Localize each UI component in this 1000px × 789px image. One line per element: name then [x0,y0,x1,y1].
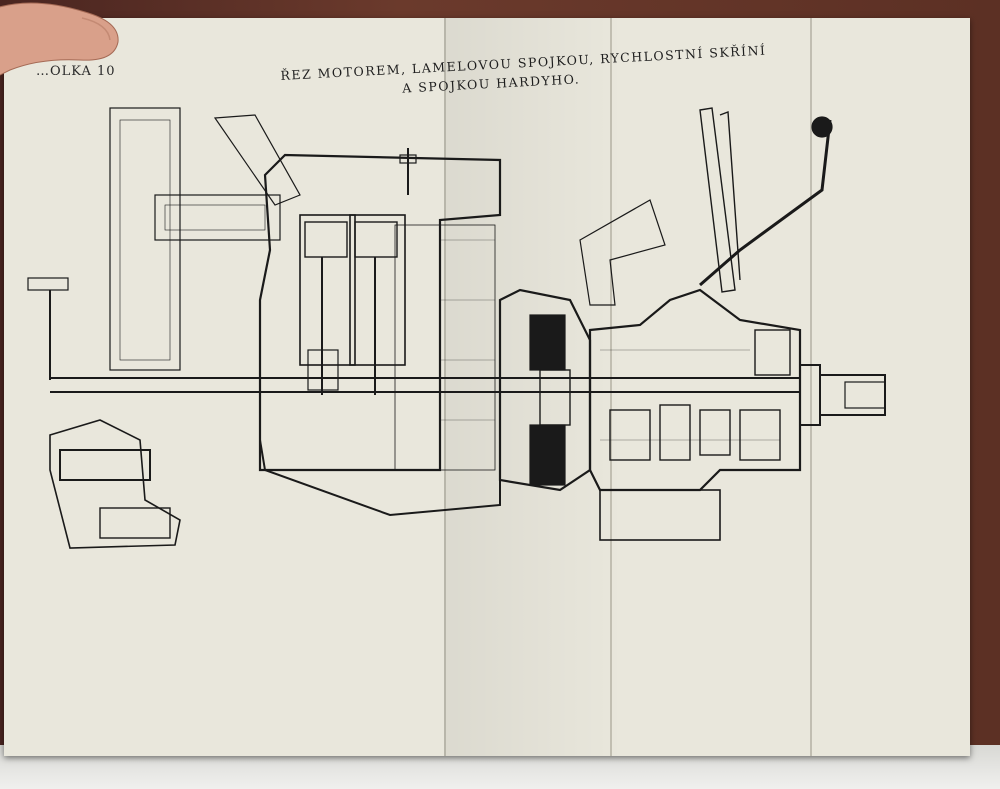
cylinder-2 [349,214,406,366]
page-fold [610,18,612,756]
cylinder-1 [299,214,356,366]
book-foldout-page [4,18,970,756]
brake-lever [699,119,832,287]
hand-thumb [0,2,119,76]
engine-block [258,153,502,472]
fold-shade [444,18,624,756]
plate-number: …OLKA 10 [36,64,116,79]
gear-lever [699,107,736,293]
front-accessory-housing [49,419,181,549]
hardy-coupling [799,364,821,426]
page-fold [444,18,446,756]
radiator-outline [109,107,181,371]
page-fold [810,18,812,756]
